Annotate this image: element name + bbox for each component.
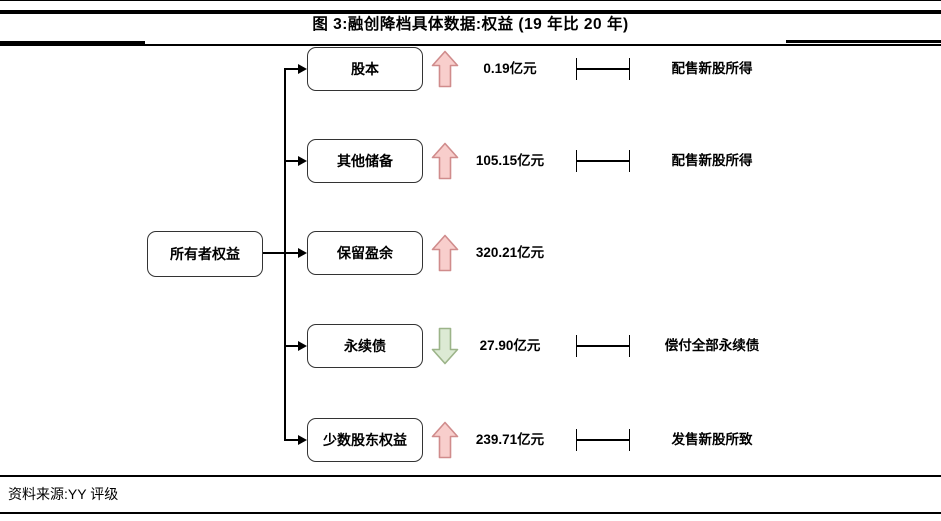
range-connector-icon xyxy=(576,58,630,80)
value-label: 105.15亿元 xyxy=(475,153,545,168)
owner-equity-label: 所有者权益 xyxy=(170,246,240,262)
row-node-label: 保留盈余 xyxy=(337,245,393,261)
title-underline-left-thick xyxy=(0,41,145,45)
note-label: 配售新股所得 xyxy=(671,153,753,168)
title-underline xyxy=(0,44,941,46)
owner-equity-node: 所有者权益 xyxy=(147,231,263,277)
row-node-label: 少数股东权益 xyxy=(323,432,407,448)
row-node-label: 永续债 xyxy=(344,338,386,354)
row-node-box: 股本 xyxy=(307,47,423,91)
connector-arrowhead-icon xyxy=(298,248,307,258)
branch-connector-line xyxy=(285,345,299,347)
value-label: 239.71亿元 xyxy=(475,432,545,447)
figure-title: 图 3:融创降档具体数据:权益 (19 年比 20 年) xyxy=(312,16,629,33)
up-arrow-icon xyxy=(431,234,459,272)
row-node-box: 永续债 xyxy=(307,324,423,368)
branch-connector-line xyxy=(285,439,299,441)
branch-connector-line xyxy=(285,68,299,70)
row-node-label: 股本 xyxy=(351,61,379,77)
row-node-box: 其他储备 xyxy=(307,139,423,183)
up-arrow-icon xyxy=(431,421,459,459)
footer-top-rule xyxy=(0,475,941,477)
connector-arrowhead-icon xyxy=(298,156,307,166)
note-label: 配售新股所得 xyxy=(671,61,753,76)
top-hairline xyxy=(0,0,941,1)
branch-connector-line xyxy=(285,160,299,162)
row-node-box: 保留盈余 xyxy=(307,231,423,275)
row-node-label: 其他储备 xyxy=(337,153,393,169)
header-top-bar xyxy=(0,10,941,14)
range-connector-icon xyxy=(576,429,630,451)
connector-arrowhead-icon xyxy=(298,64,307,74)
connector-arrowhead-icon xyxy=(298,435,307,445)
range-connector-icon xyxy=(576,150,630,172)
note-label: 发售新股所致 xyxy=(671,432,753,447)
title-underline-right-thick xyxy=(786,39,941,43)
value-label: 0.19亿元 xyxy=(483,61,537,76)
up-arrow-icon xyxy=(431,50,459,88)
root-connector-line xyxy=(263,252,299,254)
up-arrow-icon xyxy=(431,142,459,180)
footer-bottom-rule xyxy=(0,512,941,514)
row-node-box: 少数股东权益 xyxy=(307,418,423,462)
value-label: 27.90亿元 xyxy=(479,338,541,353)
down-arrow-icon xyxy=(431,327,459,365)
source-note: 资料来源:YY 评级 xyxy=(8,486,119,502)
range-connector-icon xyxy=(576,335,630,357)
connector-arrowhead-icon xyxy=(298,341,307,351)
tree-trunk-line xyxy=(284,68,286,441)
value-label: 320.21亿元 xyxy=(475,245,545,260)
note-label: 偿付全部永续债 xyxy=(664,338,760,353)
